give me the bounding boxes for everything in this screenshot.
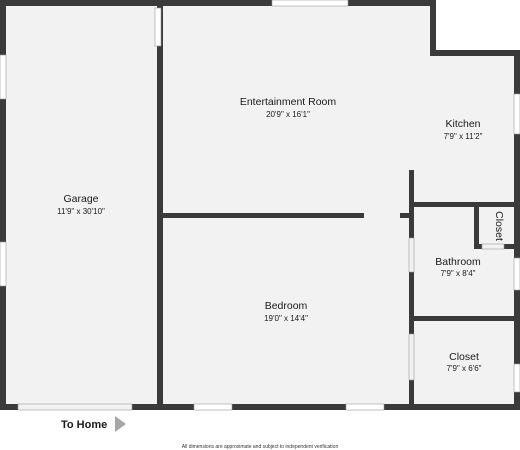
room-entertainment: Entertainment Room 20'9" x 16'1" <box>240 96 337 119</box>
window-garage-north <box>154 7 162 47</box>
window-closet-east <box>513 363 520 393</box>
window-kitchen-east <box>513 93 520 135</box>
room-dims-closet: 7'9" x 6'6" <box>447 364 482 373</box>
exterior-walls <box>0 0 520 410</box>
garage-door <box>17 403 133 411</box>
window-garage-west-lower <box>0 241 7 287</box>
to-home-label: To Home <box>61 419 107 431</box>
to-home-arrow-icon <box>115 416 126 432</box>
room-dims-garage: 11'9" x 30'10" <box>57 207 105 216</box>
door-closet <box>408 333 415 381</box>
floor-area <box>3 3 517 406</box>
door-closet-small <box>481 243 505 250</box>
room-label-entertainment: Entertainment Room <box>240 96 337 108</box>
window-bedroom-south-left <box>193 403 233 411</box>
room-dims-bathroom: 7'9" x 8'4" <box>441 269 476 278</box>
windows <box>0 0 520 411</box>
room-bedroom: Bedroom 19'0" x 14'4" <box>264 300 308 323</box>
window-entertainment-north <box>271 0 349 7</box>
room-dims-kitchen: 7'9" x 11'2" <box>444 132 483 141</box>
door-bathroom <box>408 237 415 273</box>
room-garage: Garage 11'9" x 30'10" <box>57 193 105 216</box>
window-garage-west-upper <box>0 54 7 100</box>
window-bedroom-south-right <box>345 403 385 411</box>
window-bathroom-east <box>513 257 520 291</box>
room-kitchen: Kitchen 7'9" x 11'2" <box>444 118 483 141</box>
room-label-closet: Closet <box>449 351 479 363</box>
room-bathroom: Bathroom 7'9" x 8'4" <box>435 256 481 278</box>
room-dims-entertainment: 20'9" x 16'1" <box>266 110 310 119</box>
room-dims-bedroom: 19'0" x 14'4" <box>264 314 308 323</box>
room-label-kitchen: Kitchen <box>445 118 480 130</box>
room-closet-small: Closet <box>493 211 505 241</box>
room-label-bedroom: Bedroom <box>265 300 308 312</box>
room-closet: Closet 7'9" x 6'6" <box>447 351 482 373</box>
door-openings <box>17 237 505 411</box>
room-label-bathroom: Bathroom <box>435 256 481 268</box>
room-label-garage: Garage <box>63 193 98 205</box>
disclaimer-text: All dimensions are approximate and subje… <box>182 444 339 450</box>
room-label-closet-small: Closet <box>493 211 505 241</box>
